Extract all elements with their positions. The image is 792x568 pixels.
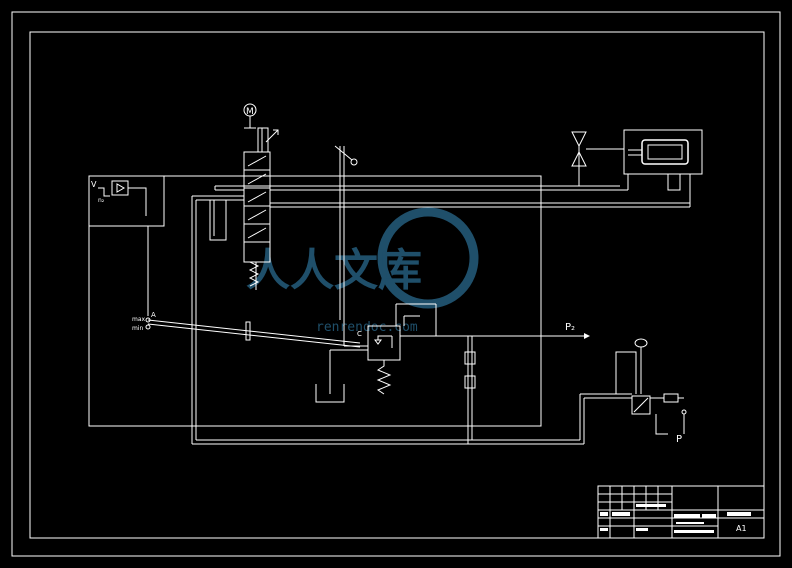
pivot-arm	[334, 145, 358, 320]
v-label: V	[91, 180, 97, 189]
directional-valve	[243, 127, 279, 290]
watermark-url: renrendoc.com	[316, 320, 418, 335]
check-valve-lower	[464, 375, 476, 389]
n2-label: n₂	[98, 197, 105, 204]
main-system-box	[88, 175, 542, 427]
check-valve-upper	[464, 351, 476, 365]
outlet-p2: P₂	[540, 322, 590, 339]
motor: M	[243, 103, 257, 129]
watermark: 人人文库 renrendoc.com	[246, 207, 479, 335]
relief-valve: C	[357, 303, 560, 395]
pilot-unit: P	[615, 338, 687, 445]
sheet-size-label: A1	[736, 524, 747, 533]
lever-max-min: max min A	[132, 311, 361, 348]
watermark-text: 人人文库	[246, 245, 422, 296]
p2-label: P₂	[565, 322, 575, 333]
actuator	[623, 129, 703, 207]
inner-border	[29, 31, 765, 539]
title-block: A1	[597, 485, 765, 539]
outer-border	[11, 11, 781, 557]
point-a-label: A	[151, 311, 156, 319]
min-label: min	[132, 325, 144, 332]
max-label: max	[132, 316, 146, 323]
motor-label: M	[246, 107, 254, 117]
throttle-valve	[571, 131, 624, 186]
controller-box: V n₂	[88, 175, 165, 227]
p-label: P	[676, 434, 682, 445]
point-c-label: C	[357, 330, 362, 338]
